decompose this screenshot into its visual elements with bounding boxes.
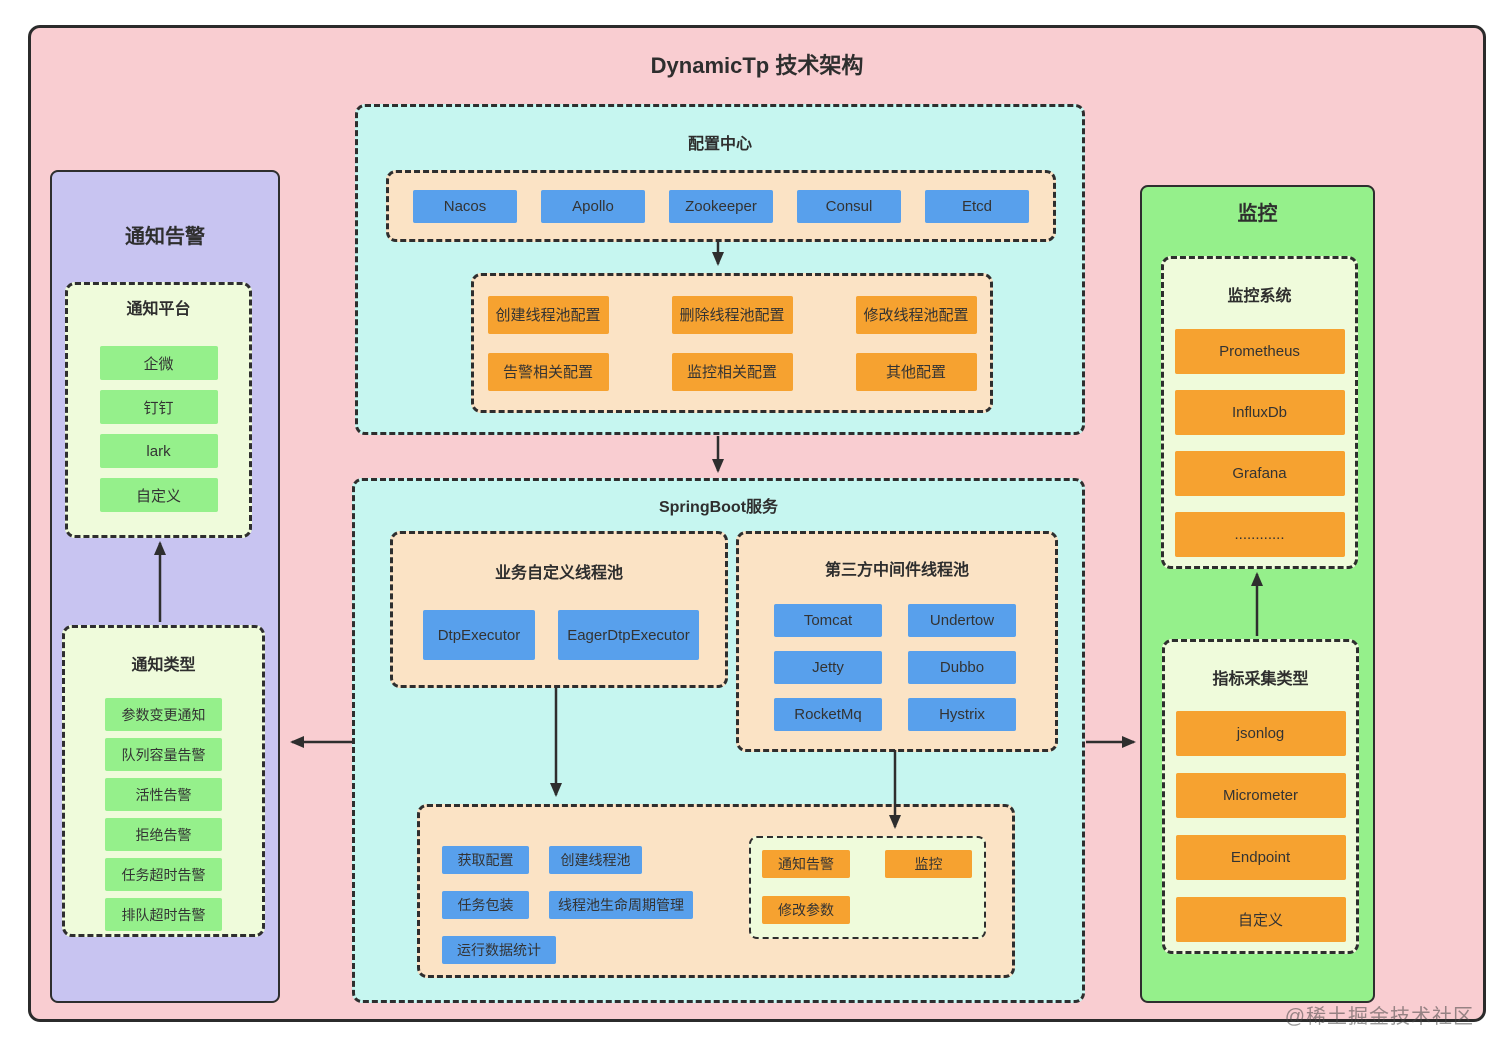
collect-types-title: 指标采集类型 [1212,671,1309,688]
node-prometheus: Prometheus [1174,329,1345,374]
node-micrometer: Micrometer [1175,773,1346,818]
watermark: @稀土掘金技术社区 [1284,1006,1474,1028]
node-grafana: Grafana [1174,451,1345,496]
node-fetch-config: 获取配置 [442,846,529,874]
node-dingtalk: 钉钉 [99,390,218,424]
node-dubbo: Dubbo [908,651,1016,684]
monitor-systems-title: 监控系统 [1227,288,1292,305]
node-runtime-stats: 运行数据统计 [442,936,556,964]
notify-types-title: 通知类型 [131,657,196,674]
node-influxdb: InfluxDb [1174,390,1345,435]
node-other-config: 其他配置 [855,352,977,391]
node-nacos: Nacos [413,189,517,223]
monitor-panel-title: 监控 [1237,203,1278,225]
node-delete-pool-config: 删除线程池配置 [671,295,793,334]
node-create-pool: 创建线程池 [549,846,642,874]
node-apollo: Apollo [541,189,645,223]
node-queue-capacity-alarm: 队列容量告警 [105,738,222,771]
node-lark: lark [99,434,218,468]
node-modify-pool-config: 修改线程池配置 [855,295,977,334]
custom-pool-title: 业务自定义线程池 [494,565,623,582]
collect-types-box: 指标采集类型 jsonlog Micrometer Endpoint 自定义 [1162,639,1359,954]
monitor-panel: 监控 监控系统 Prometheus InfluxDb Grafana ....… [1140,185,1375,1003]
node-endpoint: Endpoint [1175,835,1346,880]
monitor-systems-box: 监控系统 Prometheus InfluxDb Grafana .......… [1161,256,1358,569]
middleware-pool-title: 第三方中间件线程池 [824,562,969,579]
node-wecom: 企微 [99,346,218,380]
node-liveness-alarm: 活性告警 [105,778,222,811]
middleware-pool-box: 第三方中间件线程池 Tomcat Undertow Jetty Dubbo Ro… [736,531,1058,752]
node-undertow: Undertow [908,604,1016,637]
notify-panel-title: 通知告警 [125,226,205,248]
core-functions-box: 获取配置 创建线程池 任务包装 线程池生命周期管理 运行数据统计 通知告警 监控 [417,804,1015,978]
notify-platform-box: 通知平台 企微 钉钉 lark 自定义 [65,282,252,538]
node-task-wrap: 任务包装 [442,891,529,919]
node-create-pool-config: 创建线程池配置 [487,295,609,334]
config-center-title: 配置中心 [687,136,752,153]
node-task-timeout-alarm: 任务超时告警 [105,858,222,891]
node-custom-collect: 自定义 [1175,897,1346,942]
node-jsonlog: jsonlog [1175,711,1346,756]
springboot-title: SpringBoot服务 [658,499,779,516]
actions-box: 通知告警 监控 修改参数 [749,836,986,939]
node-more-systems: ............ [1174,512,1345,557]
config-registries-box: Nacos Apollo Zookeeper Consul Etcd [386,170,1056,242]
node-param-change-notice: 参数变更通知 [105,698,222,731]
node-eagerdtpexecutor: EagerDtpExecutor [558,610,699,660]
node-custom-platform: 自定义 [99,478,218,512]
node-jetty: Jetty [774,651,882,684]
node-zookeeper: Zookeeper [669,189,773,223]
node-modify-params: 修改参数 [762,896,850,924]
node-tomcat: Tomcat [774,604,882,637]
notify-platform-title: 通知平台 [126,301,191,318]
config-operations-box: 创建线程池配置 删除线程池配置 修改线程池配置 告警相关配置 监控相关配置 其他… [471,273,993,413]
node-dtpexecutor: DtpExecutor [423,610,535,660]
notify-panel: 通知告警 通知平台 企微 钉钉 lark 自定义 通知类型 参数变更通知 队列容… [50,170,280,1003]
node-monitor-action: 监控 [885,850,972,878]
notify-types-box: 通知类型 参数变更通知 队列容量告警 活性告警 拒绝告警 任务超时告警 排队超时… [62,625,265,937]
custom-pool-box: 业务自定义线程池 DtpExecutor EagerDtpExecutor [390,531,728,688]
node-rocketmq: RocketMq [774,698,882,731]
node-notify-alarm: 通知告警 [762,850,850,878]
node-hystrix: Hystrix [908,698,1016,731]
node-reject-alarm: 拒绝告警 [105,818,222,851]
node-monitor-config: 监控相关配置 [671,352,793,391]
node-pool-lifecycle: 线程池生命周期管理 [549,891,693,919]
config-center-box: 配置中心 Nacos Apollo Zookeeper Consul Etcd … [355,104,1085,435]
node-consul: Consul [797,189,901,223]
node-etcd: Etcd [925,189,1029,223]
springboot-box: SpringBoot服务 业务自定义线程池 DtpExecutor EagerD… [352,478,1085,1003]
node-queue-timeout-alarm: 排队超时告警 [105,898,222,931]
diagram-title: DynamicTp 技术架构 [650,53,864,78]
node-alarm-config: 告警相关配置 [487,352,609,391]
